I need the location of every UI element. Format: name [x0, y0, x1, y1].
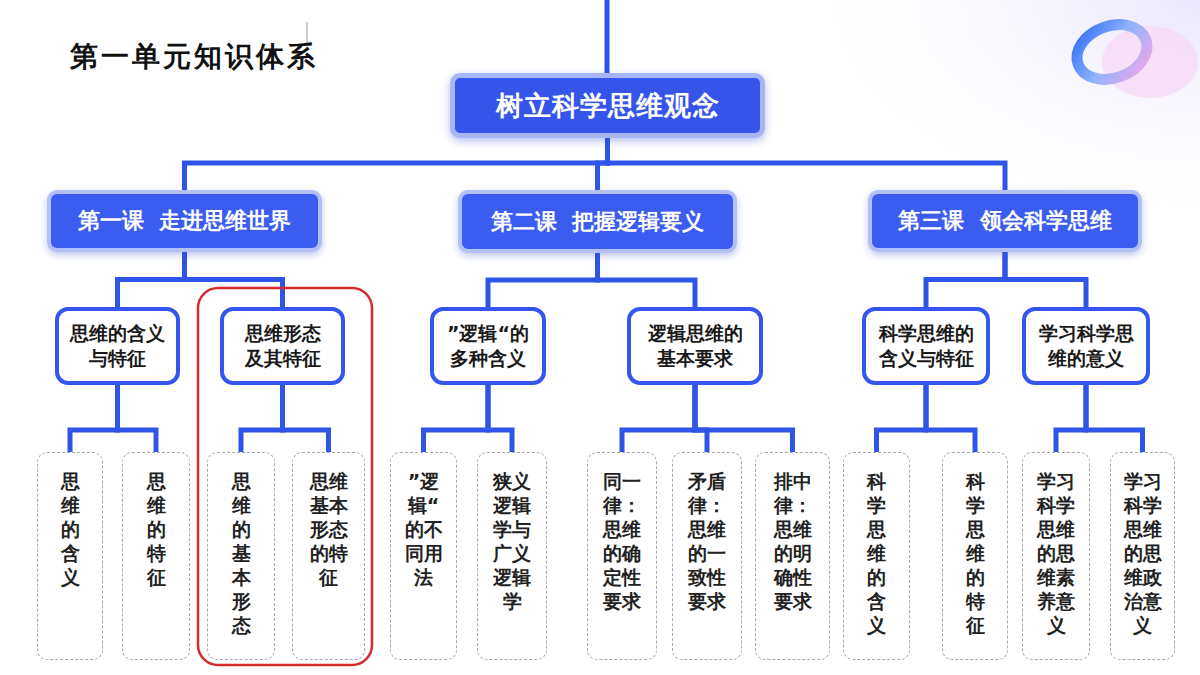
- root-box: 树立科学思维观念: [450, 73, 765, 138]
- tree-connector: [926, 252, 1005, 307]
- lesson-label: 第一课 走进思维世界: [78, 206, 292, 236]
- root-stem-line: [605, 0, 610, 73]
- leaf-label: 思维的特征: [146, 469, 166, 589]
- tree-connector: [608, 138, 1006, 190]
- leaf-label: 学习科学思维的思维政治意义: [1123, 469, 1163, 637]
- leaf-label: 思维基本形态的特征: [309, 469, 349, 589]
- topic-box: 思维的含义与特征: [55, 307, 180, 385]
- tree-connector: [241, 385, 283, 452]
- topic-box: 学习科学思维的意义: [1022, 307, 1150, 385]
- tree-connector: [926, 385, 975, 452]
- tree-connector: [877, 385, 927, 452]
- tree-connector: [488, 253, 598, 307]
- leaf-box: 科学思维的特征: [942, 452, 1008, 660]
- tree-connector: [185, 138, 608, 190]
- leaf-label: 思维的含义: [60, 469, 80, 589]
- lesson-label: 第二课 把握逻辑要义: [491, 207, 705, 237]
- tree-connector: [1005, 252, 1086, 307]
- leaf-label: 科学思维的特征: [965, 469, 985, 637]
- tree-connector: [283, 385, 329, 452]
- leaf-label: 科学思维的含义: [867, 469, 887, 637]
- lesson-box: 第一课 走进思维世界: [47, 190, 322, 252]
- topic-box: 逻辑思维的基本要求: [627, 307, 763, 385]
- lesson-label: 第三课 领会科学思维: [898, 206, 1112, 236]
- topic-label: ”逻辑“的多种含义: [438, 321, 538, 371]
- diagram-title: 第一单元知识体系: [70, 38, 318, 76]
- leaf-box: 同一律：思维的确定性要求: [587, 452, 657, 660]
- leaf-box: 学习科学思维的思维素养意义: [1022, 452, 1090, 660]
- leaf-box: 狭义逻辑学与广义逻辑学: [477, 452, 547, 660]
- tree-connector: [622, 385, 695, 452]
- root-label: 树立科学思维观念: [496, 88, 720, 124]
- topic-label: 学习科学思维的意义: [1036, 321, 1136, 371]
- topic-label: 科学思维的含义与特征: [876, 321, 976, 371]
- leaf-label: 排中律：思维的明确性要求: [773, 469, 813, 613]
- leaf-box: 排中律：思维的明确性要求: [755, 452, 830, 660]
- tree-connector: [1086, 385, 1143, 452]
- highlight-frame: [198, 288, 372, 665]
- ring-decoration: [1069, 15, 1198, 98]
- topic-box: ”逻辑“的多种含义: [430, 307, 546, 385]
- topic-label: 逻辑思维的基本要求: [645, 321, 745, 371]
- topic-box: 思维形态及其特征: [220, 307, 345, 385]
- leaf-label: 矛盾律：思维的一致性要求: [687, 469, 727, 613]
- tree-connector: [1056, 385, 1086, 452]
- tree-connector: [118, 252, 185, 307]
- tree-connector: [598, 253, 696, 307]
- topic-box: 科学思维的含义与特征: [862, 307, 990, 385]
- leaf-label: ”逻辑“的不同用法: [404, 469, 444, 589]
- leaf-label: 同一律：思维的确定性要求: [602, 469, 642, 613]
- leaf-box: ”逻辑“的不同用法: [390, 452, 457, 660]
- topic-label: 思维形态及其特征: [243, 321, 323, 371]
- leaf-box: 科学思维的含义: [843, 452, 910, 660]
- leaf-label: 思维的基本形态: [231, 469, 251, 637]
- leaf-box: 思维的基本形态: [207, 452, 275, 660]
- leaf-box: 思维的特征: [122, 452, 190, 660]
- tree-connector: [424, 385, 489, 452]
- leaf-box: 学习科学思维的思维政治意义: [1110, 452, 1175, 660]
- leaf-box: 思维基本形态的特征: [292, 452, 365, 660]
- leaf-label: 学习科学思维的思维素养意义: [1036, 469, 1076, 637]
- tree-connector: [695, 385, 793, 452]
- lesson-box: 第二课 把握逻辑要义: [458, 190, 737, 253]
- lesson-box: 第三课 领会科学思维: [868, 190, 1142, 252]
- leaf-label: 狭义逻辑学与广义逻辑学: [492, 469, 532, 613]
- leaf-box: 矛盾律：思维的一致性要求: [672, 452, 742, 660]
- leaf-box: 思维的含义: [37, 452, 103, 660]
- topic-label: 思维的含义与特征: [68, 321, 168, 371]
- tree-connector: [118, 385, 157, 452]
- tree-connector: [488, 385, 512, 452]
- tree-connector: [70, 385, 118, 452]
